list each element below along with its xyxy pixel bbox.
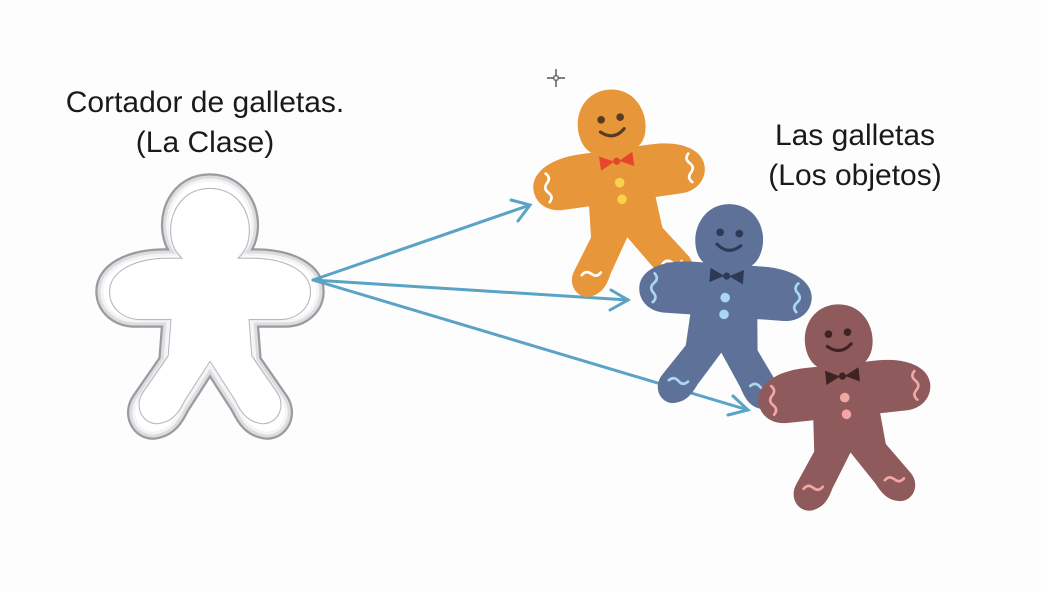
arrowhead-brown (726, 394, 752, 417)
arrow-to-orange-cookie (311, 203, 532, 282)
cookies-title: Las galletas (Los objetos) (740, 116, 970, 196)
arrowhead-orange (509, 198, 533, 223)
blue-cookie-icon (631, 198, 818, 413)
cookies-title-line2: (Los objetos) (768, 159, 942, 192)
cutter-title-line1: Cortador de galletas. (65, 86, 345, 119)
cookie-cutter-icon (102, 180, 318, 433)
cookies-title-line1: Las galletas (774, 119, 936, 152)
brown-cookie-icon (749, 295, 943, 515)
cutter-title-line2: (La Clase) (135, 126, 275, 159)
arrowhead-blue (608, 288, 632, 312)
arrow-to-blue-cookie (311, 278, 630, 302)
cutter-title: Cortador de galletas. (La Clase) (50, 83, 360, 163)
crosshair-move-icon (547, 69, 565, 87)
